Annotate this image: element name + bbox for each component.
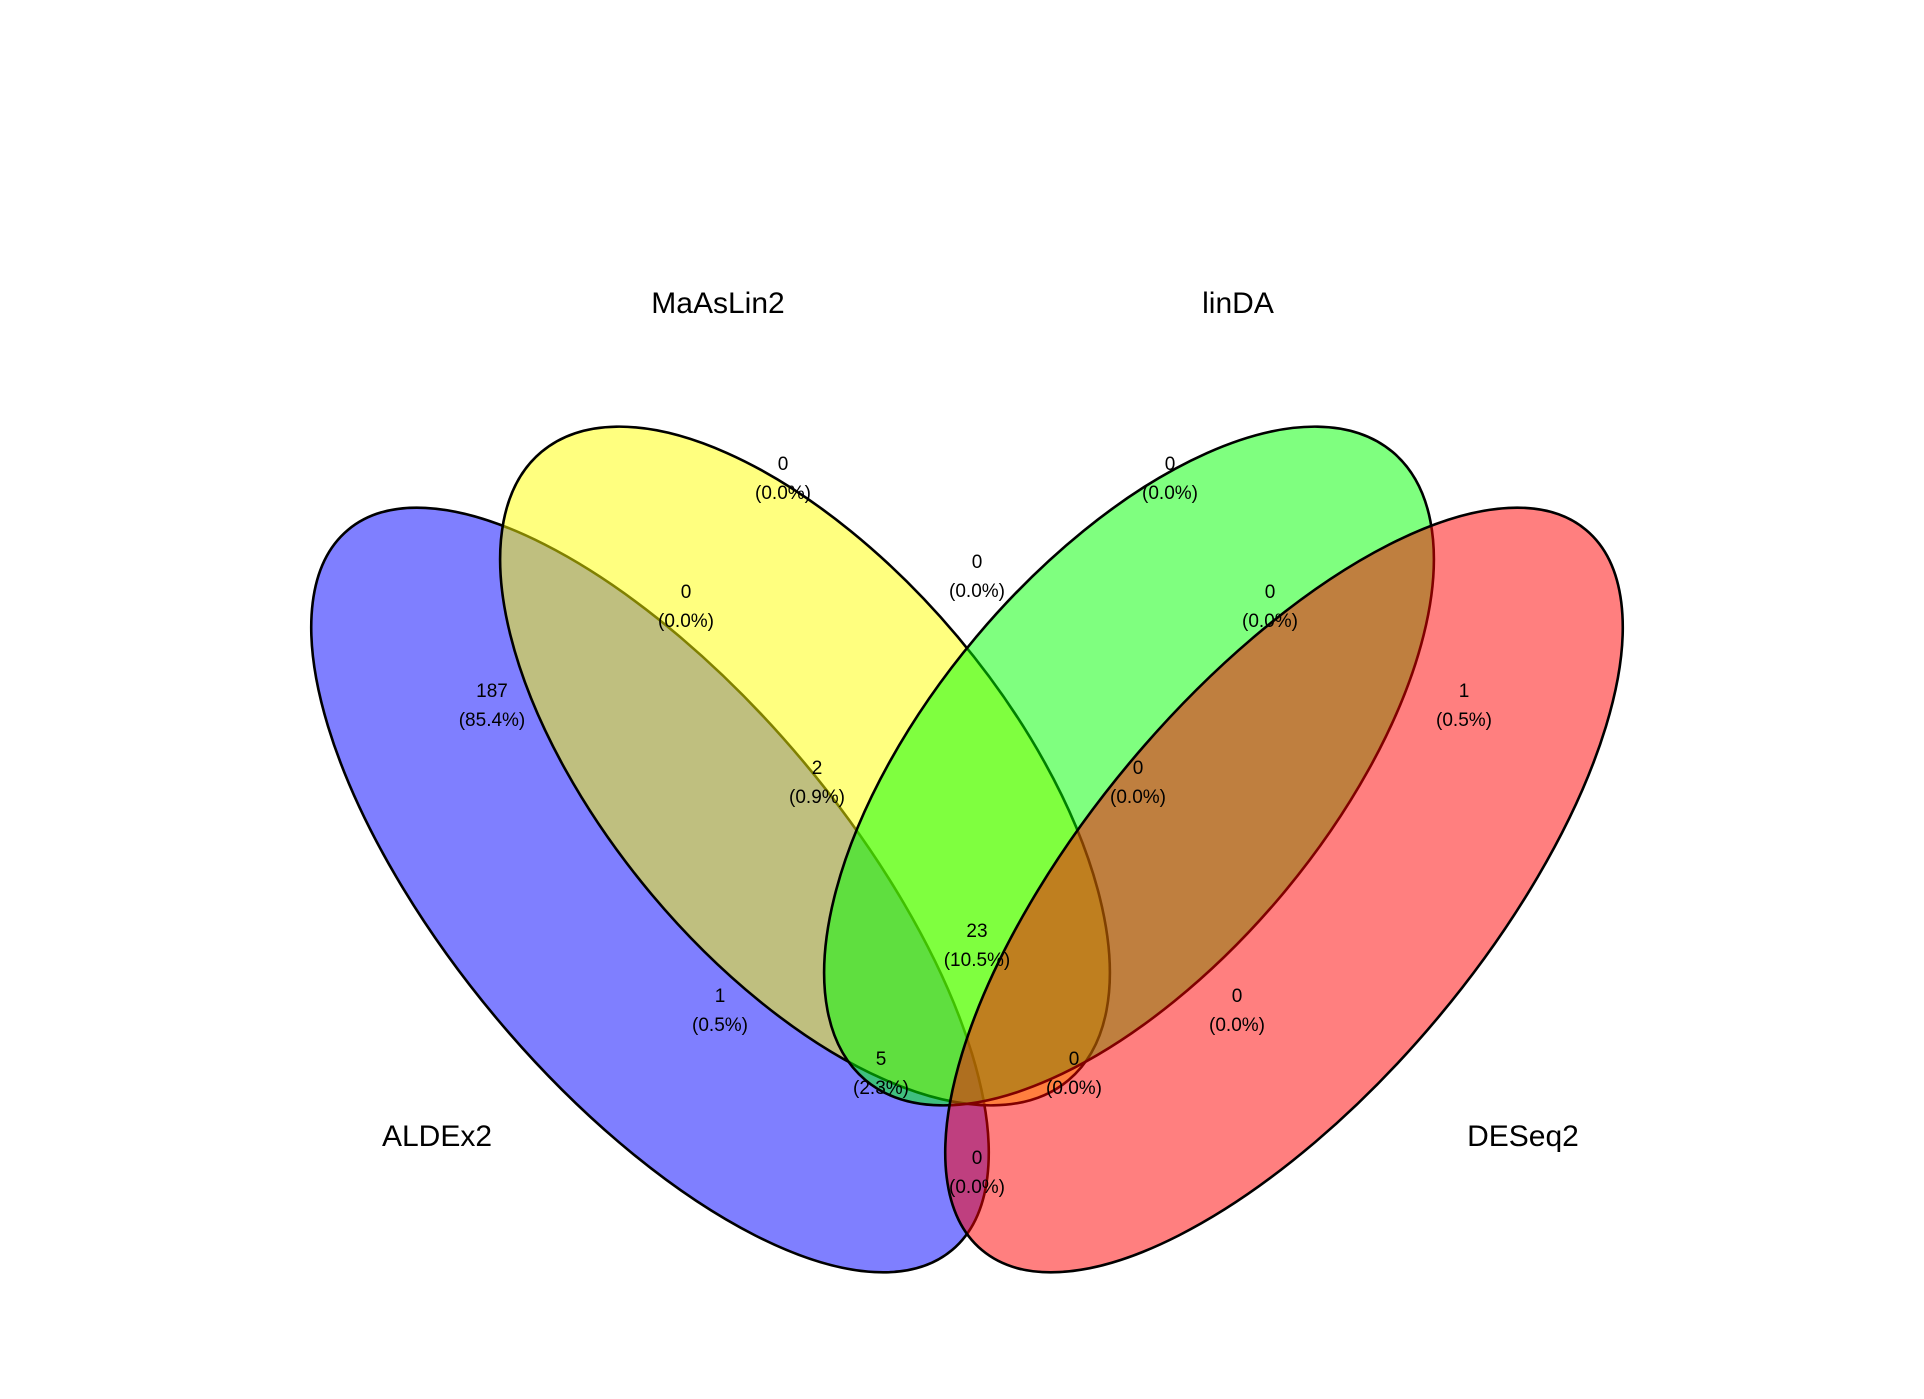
region-count: 0 (1232, 986, 1243, 1007)
region-count: 0 (972, 1148, 983, 1169)
region-percent: (0.5%) (1436, 710, 1492, 731)
region-a-c-d: 5 (2.3%) (853, 1049, 909, 1099)
region-c-d: 0 (0.0%) (1242, 582, 1298, 632)
region-percent: (0.0%) (658, 611, 714, 632)
region-b-c: 0 (0.0%) (949, 552, 1005, 602)
region-a-c: 1 (0.5%) (692, 986, 748, 1036)
region-percent: (0.0%) (949, 581, 1005, 602)
region-a-b: 0 (0.0%) (658, 582, 714, 632)
region-percent: (0.9%) (789, 787, 845, 808)
region-count: 0 (778, 454, 789, 475)
region-percent: (0.0%) (1142, 483, 1198, 504)
set-ellipse-deseq2 (943, 506, 1625, 1274)
set-labels: ALDEx2 MaAsLin2 linDA DESeq2 (382, 287, 1579, 1153)
region-count: 2 (812, 758, 823, 779)
region-percent: (0.0%) (949, 1177, 1005, 1198)
region-a: 187 (85.4%) (459, 681, 526, 731)
region-count: 1 (1459, 681, 1470, 702)
region-count: 187 (476, 681, 508, 702)
region-percent: (0.0%) (1046, 1078, 1102, 1099)
region-a-d: 0 (0.0%) (949, 1148, 1005, 1198)
region-count: 0 (1265, 582, 1276, 603)
region-count: 0 (1133, 758, 1144, 779)
region-percent: (0.0%) (1209, 1015, 1265, 1036)
region-a-b-d: 0 (0.0%) (1046, 1049, 1102, 1099)
region-count: 5 (876, 1049, 887, 1070)
region-count: 0 (681, 582, 692, 603)
set-label-linda: linDA (1202, 287, 1274, 320)
region-c: 0 (0.0%) (1142, 454, 1198, 504)
region-percent: (0.0%) (1110, 787, 1166, 808)
region-labels: 187 (85.4%) 0 (0.0%) 0 (0.0%) 1 (0.5%) 0 (0.0%) 0 (… (459, 454, 1492, 1198)
region-d: 1 (0.5%) (1436, 681, 1492, 731)
region-count: 0 (972, 552, 983, 573)
region-a-b-c: 2 (0.9%) (789, 758, 845, 808)
region-count: 1 (715, 986, 726, 1007)
set-label-maaslin2: MaAsLin2 (651, 287, 784, 320)
region-count: 0 (1069, 1049, 1080, 1070)
region-percent: (0.5%) (692, 1015, 748, 1036)
region-b: 0 (0.0%) (755, 454, 811, 504)
region-count: 0 (1165, 454, 1176, 475)
region-percent: (0.0%) (1242, 611, 1298, 632)
region-percent: (2.3%) (853, 1078, 909, 1099)
region-b-d: 0 (0.0%) (1209, 986, 1265, 1036)
set-label-deseq2: DESeq2 (1467, 1120, 1579, 1153)
set-label-aldex2: ALDEx2 (382, 1120, 492, 1153)
region-b-c-d: 0 (0.0%) (1110, 758, 1166, 808)
region-percent: (85.4%) (459, 710, 526, 731)
region-percent: (0.0%) (755, 483, 811, 504)
region-percent: (10.5%) (944, 950, 1011, 971)
region-count: 23 (966, 921, 987, 942)
set-ellipses (309, 425, 1625, 1274)
region-a-b-c-d: 23 (10.5%) (944, 921, 1011, 971)
